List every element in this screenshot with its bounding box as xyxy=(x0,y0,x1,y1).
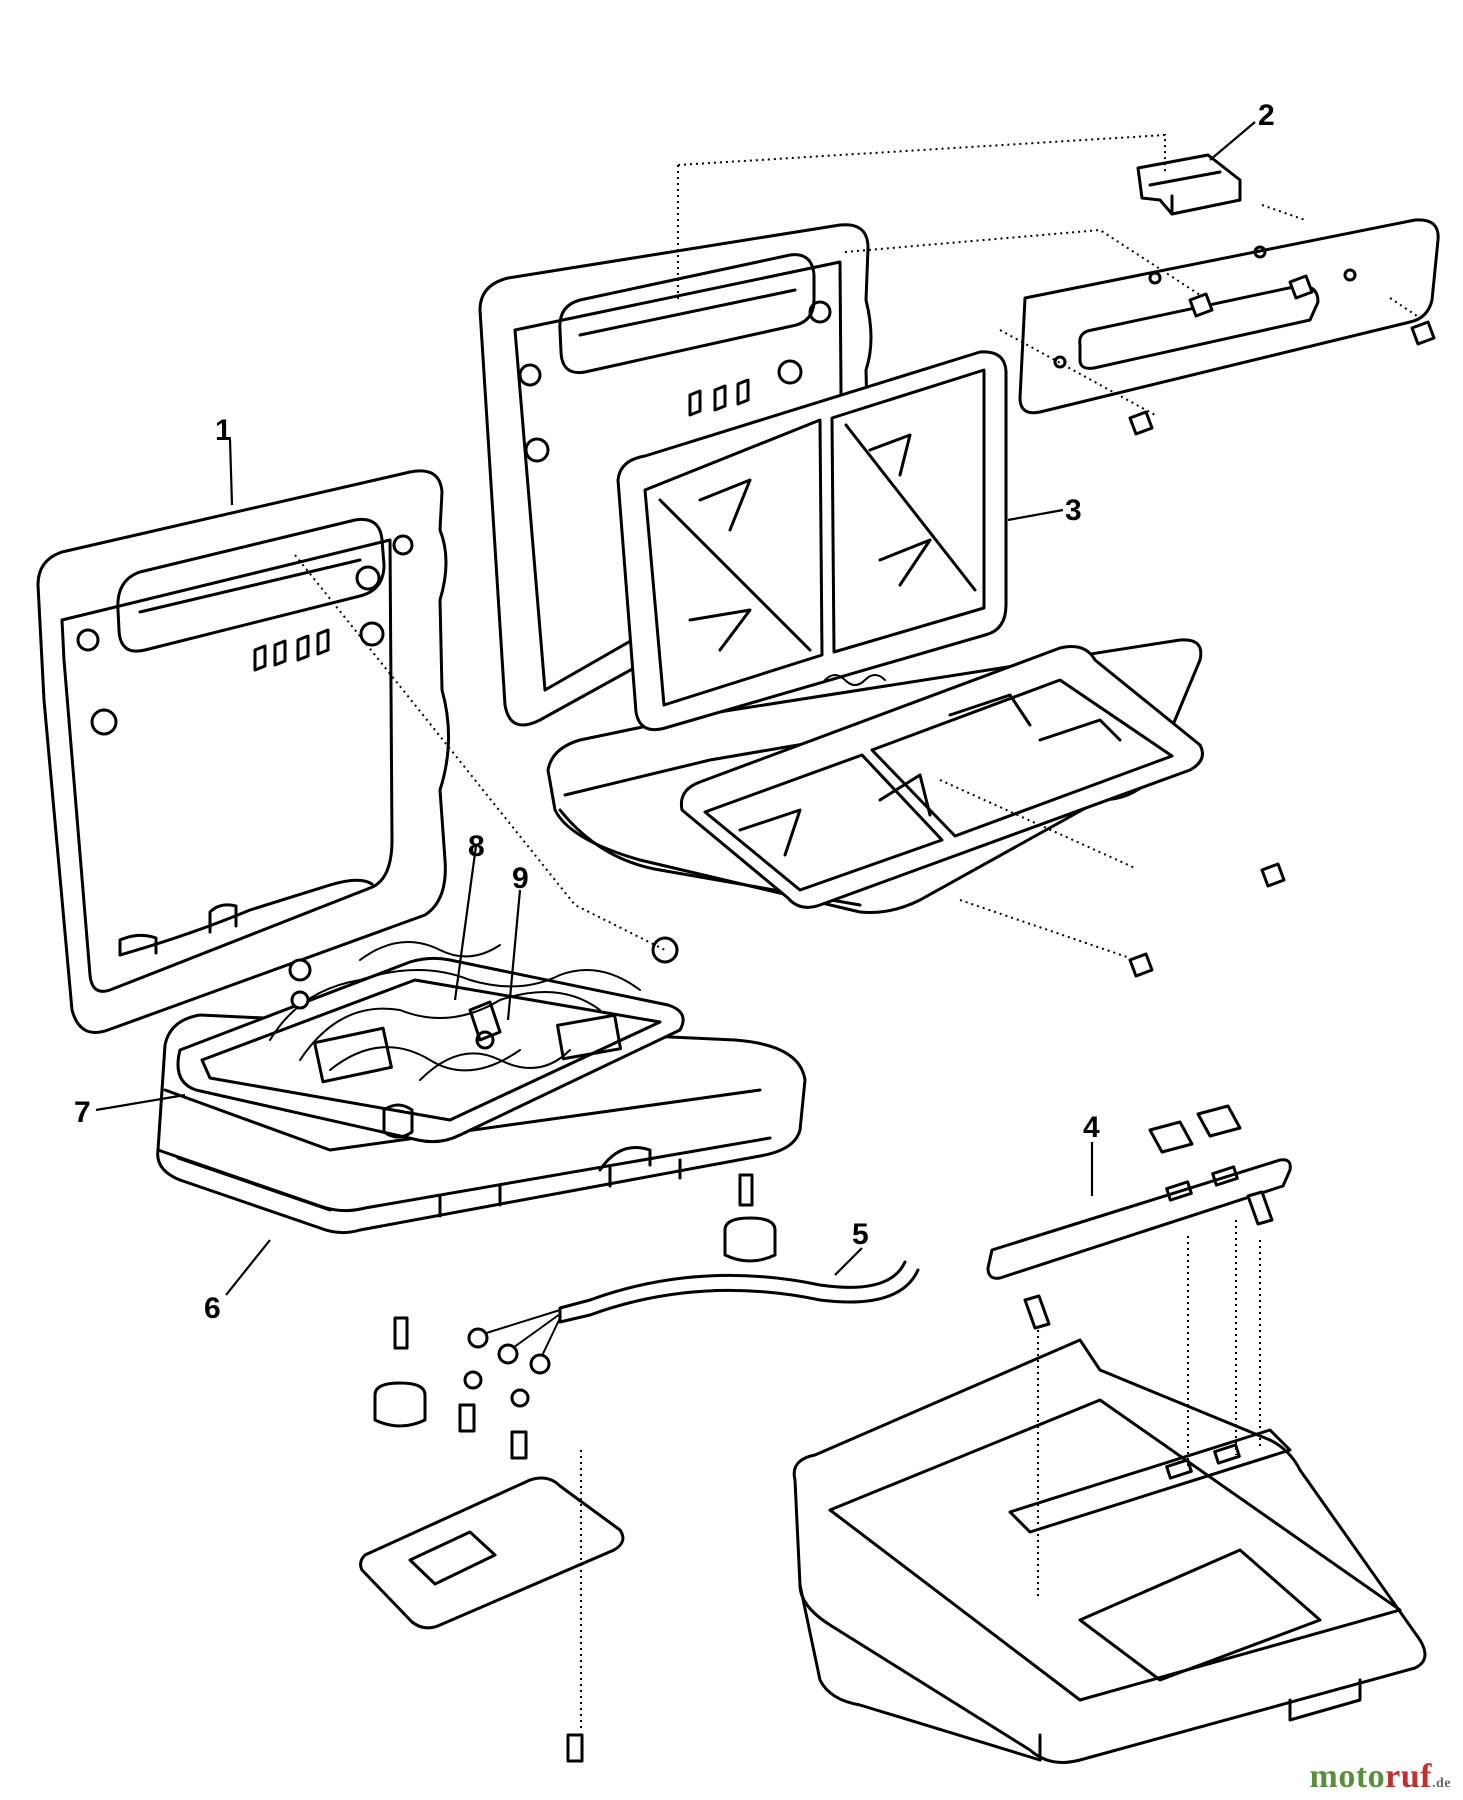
callout-leaders xyxy=(95,121,1256,1296)
watermark-part1: moto xyxy=(1309,1758,1386,1795)
washer-icon xyxy=(290,990,310,1010)
closed-sandwich-maker xyxy=(792,1338,1427,1764)
callout-9: 9 xyxy=(512,862,529,895)
feet-and-screws xyxy=(373,1173,777,1763)
part-5-power-cord xyxy=(467,1260,920,1375)
hinge-cover-panel xyxy=(1018,218,1440,415)
open-sandwich-maker xyxy=(478,223,1204,914)
washer-icon xyxy=(651,936,679,964)
part-1-housing-shell xyxy=(36,469,451,1034)
callout-labels: 1 2 3 4 5 6 7 8 9 xyxy=(74,99,1275,1325)
callout-8: 8 xyxy=(468,830,485,863)
assembly-guide-lines xyxy=(294,133,1421,1730)
part-4-control-strip xyxy=(986,1104,1292,1330)
screw-icon xyxy=(288,958,312,982)
part-9-thermostat xyxy=(468,1000,502,1050)
callout-2: 2 xyxy=(1258,99,1275,132)
screw-group-cover xyxy=(1128,274,1436,978)
callout-3: 3 xyxy=(1065,494,1082,527)
part-8-wiring-harness xyxy=(269,941,641,1139)
callout-4: 4 xyxy=(1083,1111,1100,1144)
callout-7: 7 xyxy=(74,1096,91,1129)
callout-1: 1 xyxy=(215,414,232,447)
watermark-logo: motoruf.de xyxy=(1310,1758,1451,1796)
watermark-tld: .de xyxy=(1432,1776,1451,1791)
watermark-part2: ruf xyxy=(1385,1758,1432,1795)
part-2-hinge-clip xyxy=(1136,153,1242,216)
cord-clamp-plate xyxy=(359,1476,625,1630)
callout-6: 6 xyxy=(204,1292,221,1325)
callout-5: 5 xyxy=(852,1218,869,1251)
